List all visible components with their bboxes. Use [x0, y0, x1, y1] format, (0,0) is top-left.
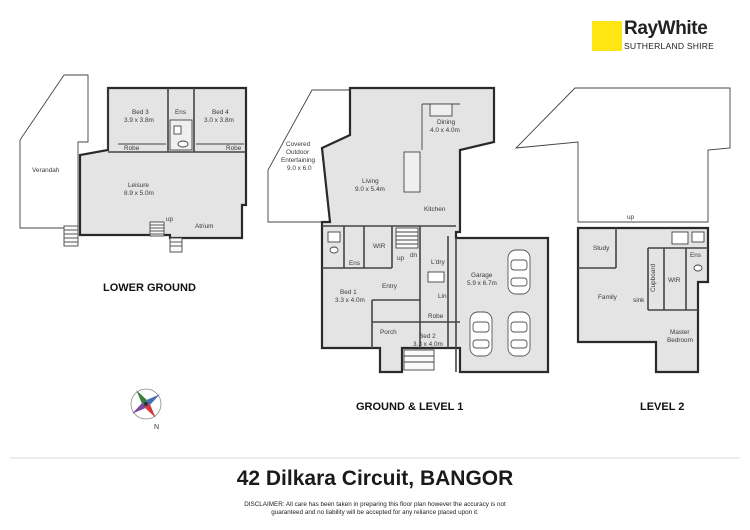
- bed2-size: 3.3 x 4.0m: [413, 341, 443, 348]
- covered-label-3: Entertaining: [281, 157, 316, 164]
- ens-label: Ens: [349, 260, 360, 267]
- robe-left-label: Robe: [124, 145, 140, 152]
- porch-label: Porch: [380, 329, 397, 336]
- bed2-label: Bed 2: [419, 333, 436, 340]
- leisure-size: 8.9 x 5.0m: [124, 190, 154, 197]
- laundry-label: L'dry: [431, 259, 445, 266]
- garage-size: 5.9 x 6.7m: [467, 280, 497, 287]
- ground-labels: Covered Outdoor Entertaining 9.0 x 6.0 D…: [281, 119, 497, 348]
- lower-ground-labels: Verandah Bed 3 3.9 x 3.8m Ens Bed 4 3.0 …: [32, 109, 242, 230]
- master-label-2: Bedroom: [667, 337, 693, 344]
- lower-up-label: up: [166, 216, 174, 223]
- car-icon: [507, 249, 531, 295]
- ens-label: Ens: [175, 109, 186, 116]
- dining-size: 4.0 x 4.0m: [430, 127, 460, 134]
- level2-up-label: up: [627, 214, 635, 221]
- bed3-label: Bed 3: [132, 109, 149, 116]
- bed1-size: 3.3 x 4.0m: [335, 297, 365, 304]
- compass-icon: N: [130, 388, 162, 431]
- ground-up-label: up: [397, 255, 405, 262]
- master-label-1: Master: [670, 329, 690, 336]
- lower-ground-title: LOWER GROUND: [103, 282, 196, 294]
- brand-logo-box: [592, 21, 622, 51]
- covered-label-2: Outdoor: [286, 149, 310, 156]
- linen-label: Lin: [438, 293, 447, 300]
- cupboard-label: Cupboard: [650, 263, 657, 292]
- living-label: Living: [362, 178, 379, 185]
- bed4-label: Bed 4: [212, 109, 229, 116]
- family-label: Family: [598, 294, 618, 301]
- level2-roof-outline: [514, 87, 731, 223]
- kitchen-label: Kitchen: [424, 206, 446, 213]
- study-label: Study: [593, 245, 610, 252]
- level2-labels: up Study Family Cupboard sink WIR Ens Ma…: [593, 214, 701, 344]
- car-icon: [469, 311, 493, 357]
- atrium-label: Atrium: [195, 223, 213, 230]
- car-icon: [507, 311, 531, 357]
- covered-size: 9.0 x 6.0: [287, 165, 312, 172]
- lower-ground-plan: [19, 74, 248, 253]
- level2-wir-label: WIR: [668, 277, 681, 284]
- bed4-size: 3.0 x 3.8m: [204, 117, 234, 124]
- disclaimer-line: DISCLAIMER: All care has been taken in p…: [0, 501, 750, 509]
- entry-label: Entry: [382, 283, 398, 290]
- level2-ens-label: Ens: [690, 252, 701, 259]
- level2-title: LEVEL 2: [640, 401, 684, 413]
- verandah-label: Verandah: [32, 167, 60, 174]
- disclaimer-heading: DISCLAIMER:: [244, 501, 285, 508]
- brand-office: SUTHERLAND SHIRE: [624, 41, 715, 51]
- bed3-size: 3.9 x 3.8m: [124, 117, 154, 124]
- ground-footprint: [320, 86, 550, 374]
- wir-label: WIR: [373, 243, 386, 250]
- dining-label: Dining: [437, 119, 456, 126]
- disclaimer-line: guaranteed and no liability will be acce…: [271, 509, 479, 516]
- disclaimer-block: DISCLAIMER: All care has been taken in p…: [0, 501, 750, 517]
- covered-label-1: Covered: [286, 141, 311, 148]
- robe-label: Robe: [428, 313, 444, 320]
- ground-plan: [267, 86, 550, 374]
- floor-plan-drawing: Verandah Bed 3 3.9 x 3.8m Ens Bed 4 3.0 …: [10, 74, 740, 459]
- verandah-outline: [19, 74, 89, 229]
- level2-footprint: [576, 226, 710, 374]
- sink-label: sink: [633, 297, 645, 304]
- ground-dn-label: dn: [410, 252, 418, 259]
- brand-name: RayWhite: [624, 18, 708, 39]
- living-size: 9.0 x 5.4m: [355, 186, 385, 193]
- robe-right-label: Robe: [226, 145, 242, 152]
- disclaimer-text: All care has been taken in preparing thi…: [285, 501, 506, 508]
- garage-label: Garage: [471, 272, 493, 279]
- property-address: 42 Dilkara Circuit, BANGOR: [236, 467, 514, 490]
- bed1-label: Bed 1: [340, 289, 357, 296]
- leisure-label: Leisure: [128, 182, 149, 189]
- compass-north-label: N: [154, 424, 159, 431]
- brand-logo: RayWhite SUTHERLAND SHIRE: [592, 18, 732, 58]
- level2-plan: [514, 87, 731, 374]
- ground-level1-title: GROUND & LEVEL 1: [356, 401, 463, 413]
